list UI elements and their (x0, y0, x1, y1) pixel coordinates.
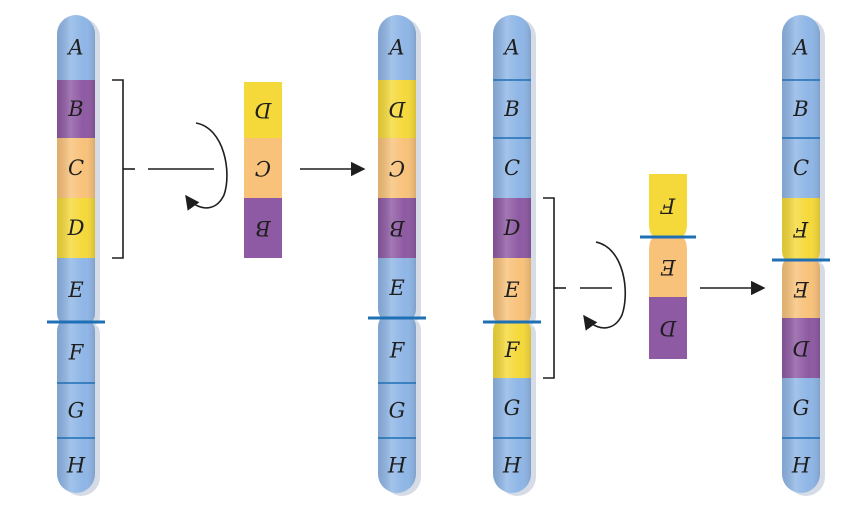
band-label: E (67, 278, 83, 302)
band-label: D (503, 216, 521, 240)
band-label: B (389, 216, 405, 240)
excised-band (244, 82, 282, 138)
band-label: H (791, 454, 811, 478)
band-label: H (502, 454, 522, 478)
excised-band (244, 198, 282, 258)
band-label: F (792, 217, 809, 241)
band-label: E (388, 276, 404, 300)
excised-band (649, 174, 687, 237)
chromosome-1-original: A B C D E F G H (47, 15, 105, 496)
band-label: E (793, 277, 809, 301)
rotate-arrow-icon (148, 122, 228, 211)
band-label: B (792, 97, 808, 121)
band-label: B (67, 97, 83, 121)
band-label: E (503, 278, 519, 302)
band-label: G (504, 396, 521, 420)
band-label: F (68, 341, 85, 365)
band-label: G (68, 399, 85, 423)
band-label: F (504, 338, 521, 362)
bracket-icon (112, 79, 135, 259)
band-label: D (659, 316, 677, 340)
bracket-icon (543, 197, 566, 379)
band-label: D (792, 336, 810, 360)
band-label: F (659, 194, 676, 218)
excised-segment-1: D C B (244, 82, 282, 258)
band-label: F (389, 339, 406, 363)
band-label: C (793, 156, 809, 180)
chromosome-2-original: A B C D E F G H (483, 15, 541, 496)
excised-band (649, 237, 687, 297)
band-label: H (387, 454, 407, 478)
excised-band (244, 138, 282, 198)
excised-segment-2: F E D (640, 174, 696, 359)
band-label: D (254, 98, 272, 122)
band-label: A (66, 36, 83, 60)
band-label: A (791, 36, 808, 60)
band-label: A (387, 36, 404, 60)
rotate-arrow-icon (580, 241, 627, 331)
band-label: G (793, 396, 810, 420)
band-label: D (67, 216, 85, 240)
band-label: A (502, 36, 519, 60)
band-label: B (503, 97, 519, 121)
band-label: C (504, 156, 520, 180)
band-label: B (255, 216, 271, 240)
band-label: H (66, 454, 86, 478)
band-label: D (388, 97, 406, 121)
band-label: E (660, 255, 676, 279)
chromosome-2-result: A B C F E D G H (772, 15, 830, 496)
band-label: C (389, 156, 405, 180)
band-label: G (389, 399, 406, 423)
band-label: C (255, 156, 271, 180)
chromosome-1-result: A D C B E F G H (368, 15, 426, 496)
excised-band (649, 297, 687, 359)
band-label: C (68, 156, 84, 180)
